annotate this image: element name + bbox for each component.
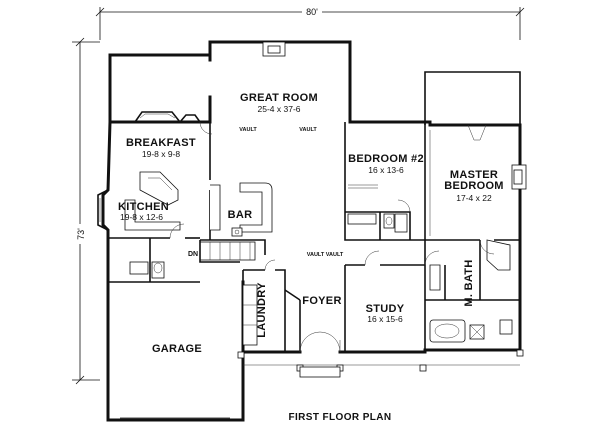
overall-width-label: 80' xyxy=(306,7,318,17)
kitchen-dims: 19-8 x 12-6 xyxy=(120,212,163,222)
kitchen-bay-window xyxy=(97,189,109,231)
kitchen-island xyxy=(124,171,181,231)
mbath-name: M. BATH xyxy=(463,259,475,306)
plan-title: FIRST FLOOR PLAN xyxy=(288,412,391,423)
front-porch xyxy=(237,349,524,378)
kitchen-name: KITCHEN xyxy=(118,201,169,213)
breakfast-name: BREAKFAST xyxy=(126,137,196,149)
overall-depth-label: 73' xyxy=(76,228,86,240)
bedroom2-dims: 16 x 13-6 xyxy=(368,165,404,175)
closets xyxy=(348,130,431,236)
master-bath-fixtures xyxy=(429,239,513,343)
study-dims: 16 x 15-6 xyxy=(367,314,403,324)
fireplace-great-room xyxy=(262,41,286,57)
bedroom2-bath-fixtures xyxy=(347,213,408,233)
garage-name: GARAGE xyxy=(152,343,202,355)
master-dims: 17-4 x 22 xyxy=(456,193,492,203)
breakfast-dims: 19-8 x 9-8 xyxy=(142,149,181,159)
bedroom2-name: BEDROOM #2 xyxy=(348,153,424,165)
laundry-name: LAUNDRY xyxy=(256,282,268,338)
room-labels: GREAT ROOM 25-4 x 37-6 VAULT VAULT BREAK… xyxy=(118,92,504,355)
doors xyxy=(169,121,495,353)
laundry-fixtures xyxy=(242,284,258,346)
vault-note-right: VAULT xyxy=(299,127,317,133)
great-room-name: GREAT ROOM xyxy=(240,92,318,104)
master-name-line2: BEDROOM xyxy=(444,180,504,192)
stairs-down xyxy=(199,241,256,261)
powder-room-fixtures xyxy=(129,261,165,279)
stairs-down-label: DN xyxy=(188,251,198,258)
foyer-name: FOYER xyxy=(302,295,341,307)
master-name-line1: MASTER xyxy=(450,169,498,181)
vault-note-center: VAULT VAULT xyxy=(307,252,344,258)
bar-counter xyxy=(210,182,273,237)
great-room-dims: 25-4 x 37-6 xyxy=(258,104,301,114)
breakfast-bay-window xyxy=(134,111,201,123)
study-name: STUDY xyxy=(366,303,405,315)
bar-name: BAR xyxy=(228,209,253,221)
fireplace-master xyxy=(511,164,527,190)
vault-note-left: VAULT xyxy=(239,127,257,133)
